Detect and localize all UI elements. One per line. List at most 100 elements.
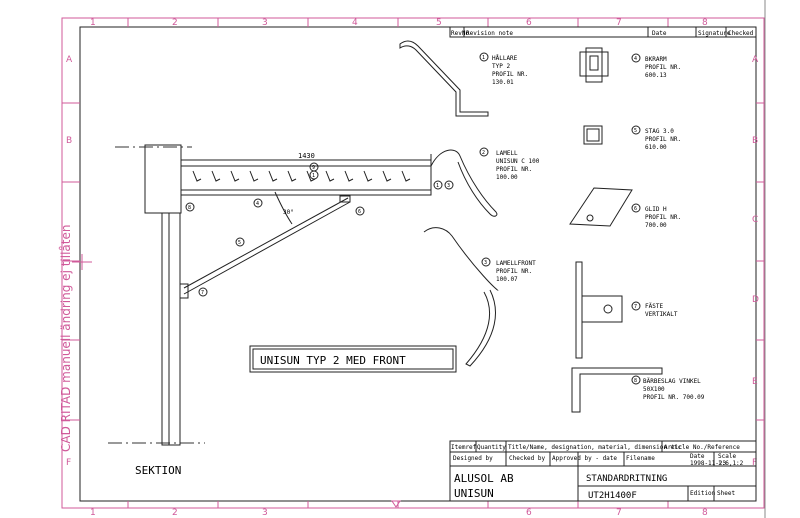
part-8-angle-bracket: 8 BÄRBESLAG VINKEL 50X100 PROFIL NR. 700… <box>571 367 705 413</box>
part-1-line-4: 130.01 <box>492 79 514 86</box>
balloon-5: 5 <box>238 240 241 246</box>
balloon-9: 9 <box>312 165 315 171</box>
part-5-num: 5 <box>634 128 637 134</box>
col-6-bottom: 6 <box>526 508 532 518</box>
part-8-num: 8 <box>634 378 637 384</box>
balloon-8: 8 <box>188 205 191 211</box>
tb-approved-by: Approved by - date <box>552 455 617 462</box>
part-2-line-2: UNISUN C 100 <box>496 158 540 165</box>
part-1-line-2: TYP 2 <box>492 63 510 70</box>
part-2-line-3: PROFIL NR. <box>496 166 532 173</box>
col-7-bottom: 7 <box>616 508 622 518</box>
section-drawing: 1430 30° 9 1 1 3 8 4 6 5 7 SEKTION UNISU… <box>108 144 498 477</box>
part-3-num: 3 <box>484 260 487 266</box>
tb-filename: Filename <box>626 455 655 462</box>
rev-header-signature: Signature <box>698 30 731 37</box>
part-8-line-1: BÄRBESLAG VINKEL <box>643 378 701 385</box>
row-a-left: A <box>66 55 73 65</box>
part-7-line-1: FÄSTE <box>645 303 663 310</box>
row-b-right: B <box>752 136 758 146</box>
center-mark-bottom <box>391 500 401 508</box>
col-7: 7 <box>616 18 622 28</box>
part-4-line-3: 600.13 <box>645 72 667 79</box>
part-1-num: 1 <box>482 55 485 61</box>
part-1-line-3: PROFIL NR. <box>492 71 528 78</box>
column-markers-top: 1 2 3 4 5 6 7 8 <box>90 18 708 28</box>
balloon-4: 4 <box>256 201 259 207</box>
row-a-right: A <box>752 55 759 65</box>
part-2-num: 2 <box>482 150 485 156</box>
part-7-line-2: VERTIKALT <box>645 311 678 318</box>
tb-date-label: Date <box>690 453 705 460</box>
inner-border <box>79 26 757 502</box>
tb-company: ALUSOL AB <box>454 472 514 485</box>
part-5-line-1: STAG 3.0 <box>645 128 674 135</box>
part-8-line-3: PROFIL NR. 700.09 <box>643 394 705 401</box>
col-6: 6 <box>526 18 532 28</box>
balloon-6: 6 <box>358 209 361 215</box>
dimension-1430: 1430 <box>298 152 315 160</box>
part-4-line-1: BKRARM <box>645 56 667 63</box>
part-1-holder: 1 HÅLLARE TYP 2 PROFIL NR. 130.01 <box>399 40 528 117</box>
tb-sheet: Sheet <box>717 490 735 497</box>
part-5-strut: 5 STAG 3.0 PROFIL NR. 610.00 <box>583 125 681 151</box>
part-8-line-2: 50X100 <box>643 386 665 393</box>
section-label: SEKTION <box>135 464 181 477</box>
part-5-line-3: 610.00 <box>645 144 667 151</box>
tb-designed-by: Designed by <box>453 455 493 462</box>
tb-product: UNISUN <box>454 487 494 500</box>
tb-scale-label: Scale <box>718 453 736 460</box>
part-4-num: 4 <box>634 56 637 62</box>
tb-date-value: 1998-11-23 <box>690 460 727 467</box>
balloon-1-front: 1 <box>436 183 439 189</box>
row-e-right: E <box>752 377 758 387</box>
tb-quantity: Quantity <box>477 444 506 451</box>
tb-checked-by: Checked by <box>509 455 546 462</box>
tb-drawing-no: UT2H1400F <box>588 491 637 501</box>
outer-border <box>61 17 765 509</box>
tb-scale-value: 1:6,1:2 <box>718 460 744 467</box>
row-f-right: F <box>752 458 757 468</box>
title-block: Itemref Quantity Title/Name, designation… <box>449 440 757 502</box>
part-3-line-2: PROFIL NR. <box>496 268 532 275</box>
tb-drawing-name: STANDARDRITNING <box>586 474 667 484</box>
rev-header-revno: RevNo <box>451 30 469 37</box>
part-6-slide: 6 GLID H PROFIL NR. 700.00 <box>569 187 681 229</box>
balloon-7: 7 <box>201 290 204 296</box>
side-note: CAD RITAD manuell ändring ej tillåten <box>59 225 73 452</box>
col-5: 5 <box>436 18 442 28</box>
part-2-line-4: 100.00 <box>496 174 518 181</box>
part-4-line-2: PROFIL NR. <box>645 64 681 71</box>
part-6-line-3: 700.00 <box>645 222 667 229</box>
part-3-line-3: 100.07 <box>496 276 518 283</box>
part-7-vertical-mount: 7 FÄSTE VERTIKALT <box>575 261 678 359</box>
col-1: 1 <box>90 18 96 28</box>
col-1-bottom: 1 <box>90 508 96 518</box>
col-3: 3 <box>262 18 268 28</box>
tb-edition: Edition <box>690 490 716 497</box>
row-f-left: F <box>66 458 71 468</box>
part-2-lamella: 2 LAMELL UNISUN C 100 PROFIL NR. 100.00 <box>479 147 540 181</box>
col-2: 2 <box>172 18 178 28</box>
col-8-bottom: 8 <box>702 508 708 518</box>
part-3-line-1: LAMELLFRONT <box>496 260 536 267</box>
part-6-line-2: PROFIL NR. <box>645 214 681 221</box>
balloon-3-front: 3 <box>447 183 450 189</box>
rev-header-checked: Checked <box>728 30 754 37</box>
tb-article: Article No./Reference <box>664 444 740 451</box>
boxed-title: UNISUN TYP 2 MED FRONT <box>260 354 406 367</box>
tb-itemref: Itemref <box>451 444 477 451</box>
part-6-line-1: GLID H <box>645 206 667 213</box>
tb-title-header: Title/Name, designation, material, dimen… <box>508 444 682 451</box>
part-7-num: 7 <box>634 304 637 310</box>
col-3-bottom: 3 <box>262 508 268 518</box>
row-markers: A B C D E F A B F <box>62 55 764 468</box>
part-5-line-2: PROFIL NR. <box>645 136 681 143</box>
part-3-lamella-front: 3 LAMELLFRONT PROFIL NR. 100.07 <box>423 227 536 367</box>
part-6-num: 6 <box>634 206 637 212</box>
part-2-line-1: LAMELL <box>496 150 518 157</box>
rev-header-date: Date <box>652 30 667 37</box>
part-1-line-1: HÅLLARE <box>492 55 518 62</box>
col-4: 4 <box>352 18 358 28</box>
